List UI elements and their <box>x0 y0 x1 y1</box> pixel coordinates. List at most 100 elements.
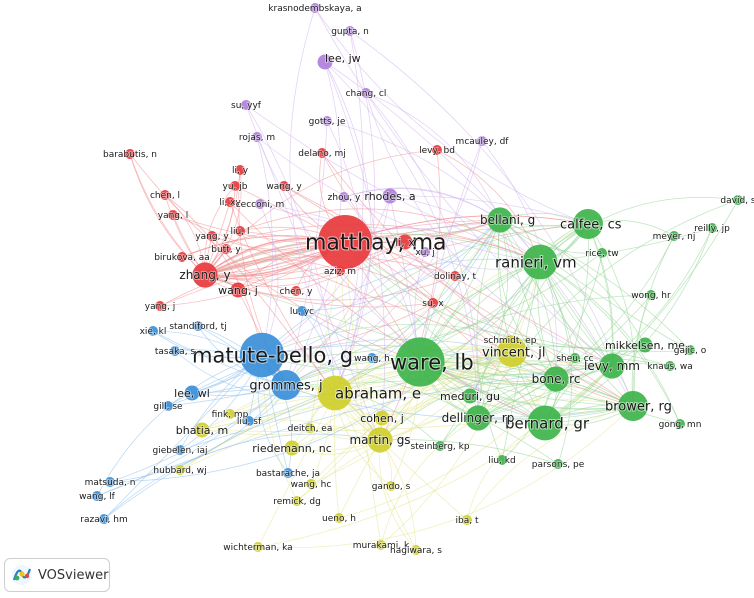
node-hagiwara-s[interactable] <box>411 545 421 555</box>
node-lee-jw[interactable] <box>317 54 333 70</box>
node-liu-kd[interactable] <box>497 455 507 465</box>
node-matsuda-n[interactable] <box>105 477 115 487</box>
node-wong-hr[interactable] <box>646 290 656 300</box>
node-yang-j[interactable] <box>155 301 165 311</box>
node-hubbard-wj[interactable] <box>175 465 185 475</box>
node-reilly-jp[interactable] <box>707 223 717 233</box>
node-bhatia-m[interactable] <box>194 422 210 438</box>
link-edge <box>261 324 576 359</box>
link-edge <box>611 199 739 367</box>
node-lee-wl[interactable] <box>184 385 200 401</box>
node-david-s[interactable] <box>733 195 743 205</box>
node-yu-jb[interactable] <box>230 181 240 191</box>
link-edge <box>245 104 381 441</box>
link-edge <box>285 223 589 386</box>
node-ueno-h[interactable] <box>334 513 344 523</box>
node-bone-rc[interactable] <box>543 366 569 392</box>
node-cecconi-m[interactable] <box>255 199 265 209</box>
node-calfee-cs[interactable] <box>573 209 603 239</box>
node-tasaka-s[interactable] <box>170 346 180 356</box>
node-xie-kl[interactable] <box>148 326 158 336</box>
node-barabutis-n[interactable] <box>125 149 135 159</box>
node-li-x[interactable] <box>397 234 413 250</box>
node-wichterman-ka[interactable] <box>253 542 263 552</box>
node-zhou-y[interactable] <box>339 192 349 202</box>
node-gotts-je[interactable] <box>322 116 332 126</box>
node-butt-y[interactable] <box>221 244 231 254</box>
node-gajic-o[interactable] <box>685 345 695 355</box>
node-standiford-tj[interactable] <box>193 321 203 331</box>
node-chen-y[interactable] <box>291 286 301 296</box>
node-iba-t[interactable] <box>462 515 472 525</box>
node-bellani-g[interactable] <box>487 207 513 233</box>
node-bastarache-ja[interactable] <box>283 468 293 478</box>
node-bernard-gr[interactable] <box>527 405 563 441</box>
node-mcauley-df[interactable] <box>477 136 487 146</box>
node-steinberg-kp[interactable] <box>435 441 445 451</box>
node-levy-mm[interactable] <box>599 353 625 379</box>
node-label-levy-mm: levy, mm <box>584 359 640 373</box>
node-rhodes-a[interactable] <box>382 188 398 204</box>
node-knaus-wa[interactable] <box>665 361 675 371</box>
node-gill-se[interactable] <box>163 401 173 411</box>
node-yang-y[interactable] <box>207 231 217 241</box>
node-ware-lb[interactable] <box>395 337 445 387</box>
node-levy-bd[interactable] <box>432 145 442 155</box>
node-meduri-gu[interactable] <box>462 388 478 404</box>
node-lu-yc[interactable] <box>297 306 307 316</box>
node-martin-gs[interactable] <box>367 427 393 453</box>
node-li-y[interactable] <box>235 165 245 175</box>
node-sheu-cc[interactable] <box>570 353 580 363</box>
node-krasnodembskaya-a[interactable] <box>310 3 320 13</box>
node-wang-lf[interactable] <box>92 491 102 501</box>
node-ranieri-vm[interactable] <box>522 244 558 280</box>
node-liu-l[interactable] <box>235 226 245 236</box>
node-riedemann-nc[interactable] <box>284 440 300 456</box>
node-xu-j[interactable] <box>420 247 430 257</box>
link-edge <box>324 61 372 394</box>
node-parsons-pe[interactable] <box>553 459 563 469</box>
node-rojas-m[interactable] <box>252 132 262 142</box>
node-matute-bello-g[interactable] <box>239 332 285 378</box>
node-li-xy[interactable] <box>225 197 235 207</box>
node-dolinay-t[interactable] <box>450 271 460 281</box>
node-matthay-ma[interactable] <box>318 215 372 269</box>
node-deitch-ea[interactable] <box>305 423 315 433</box>
node-grommes-j[interactable] <box>271 370 301 400</box>
node-liu-sf[interactable] <box>244 416 254 426</box>
node-delano-mj[interactable] <box>317 148 327 158</box>
link-edge <box>285 140 483 386</box>
vosviewer-logo-badge[interactable]: VOSviewer <box>4 558 110 592</box>
link-edge <box>152 330 634 420</box>
node-chen-l[interactable] <box>160 190 170 200</box>
node-gong-mn[interactable] <box>675 419 685 429</box>
node-label-levy-bd: levy, bd <box>419 146 455 156</box>
node-wang-h[interactable] <box>367 353 377 363</box>
node-wang-hc[interactable] <box>306 479 316 489</box>
node-remick-dg[interactable] <box>292 496 302 506</box>
node-su-x[interactable] <box>428 298 438 308</box>
node-gando-s[interactable] <box>386 481 396 491</box>
node-chang-cl[interactable] <box>361 88 371 98</box>
node-brower-rg[interactable] <box>618 391 648 421</box>
node-fink-mp[interactable] <box>225 409 235 419</box>
node-wang-j[interactable] <box>230 282 246 298</box>
node-su-yyf[interactable] <box>241 100 251 110</box>
node-abraham-e[interactable] <box>317 375 353 411</box>
node-giebelen-iaj[interactable] <box>175 445 185 455</box>
node-zhang-y[interactable] <box>192 262 218 288</box>
node-yang-l[interactable] <box>168 210 178 220</box>
node-birukova-aa[interactable] <box>177 252 187 262</box>
node-mikkelsen-me[interactable] <box>637 337 653 353</box>
node-gupta-n[interactable] <box>345 26 355 36</box>
node-vincent-jl[interactable] <box>497 337 527 367</box>
node-razavi-hm[interactable] <box>99 514 109 524</box>
node-cohen-j[interactable] <box>374 410 390 426</box>
node-meyer-nj[interactable] <box>669 231 679 241</box>
node-rice-tw[interactable] <box>597 248 607 258</box>
node-dellinger-rp[interactable] <box>465 405 491 431</box>
link-edge <box>261 354 559 465</box>
node-murakami-k[interactable] <box>376 540 386 550</box>
node-wang-y[interactable] <box>279 181 289 191</box>
